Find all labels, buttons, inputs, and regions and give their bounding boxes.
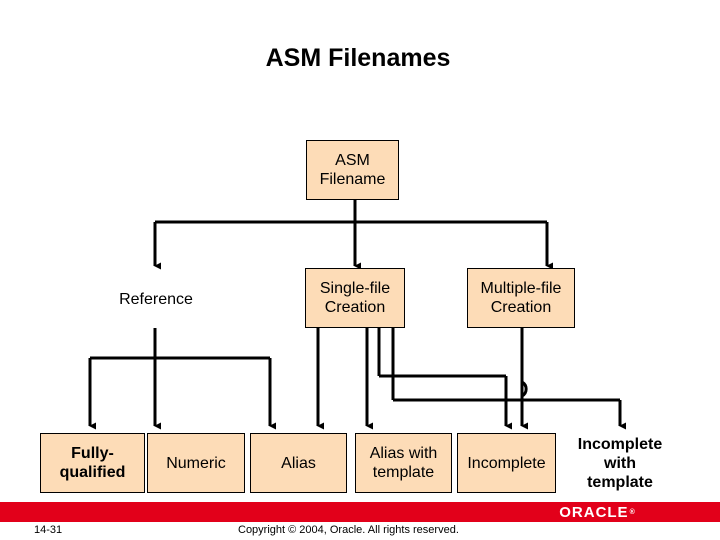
single-file-creation-box: Single-file Creation [305, 268, 405, 328]
oracle-logo: ORACLE® [545, 502, 650, 522]
multiple-file-creation-box: Multiple-file Creation [467, 268, 575, 328]
alias-with-template-box: Alias with template [355, 433, 452, 493]
numeric-box: Numeric [147, 433, 245, 493]
fully-qualified-box: Fully- qualified [40, 433, 145, 493]
copyright-text: Copyright © 2004, Oracle. All rights res… [238, 524, 459, 536]
alias-box: Alias [250, 433, 347, 493]
slide-number: 14-31 [34, 524, 63, 536]
asm-filename-box: ASM Filename [306, 140, 399, 200]
footer-bar [0, 502, 720, 522]
slide-title: ASM Filenames [265, 44, 451, 72]
reference-label: Reference [119, 290, 193, 308]
incomplete-with-template-label: Incomplete with template [577, 435, 663, 491]
incomplete-box: Incomplete [457, 433, 556, 493]
